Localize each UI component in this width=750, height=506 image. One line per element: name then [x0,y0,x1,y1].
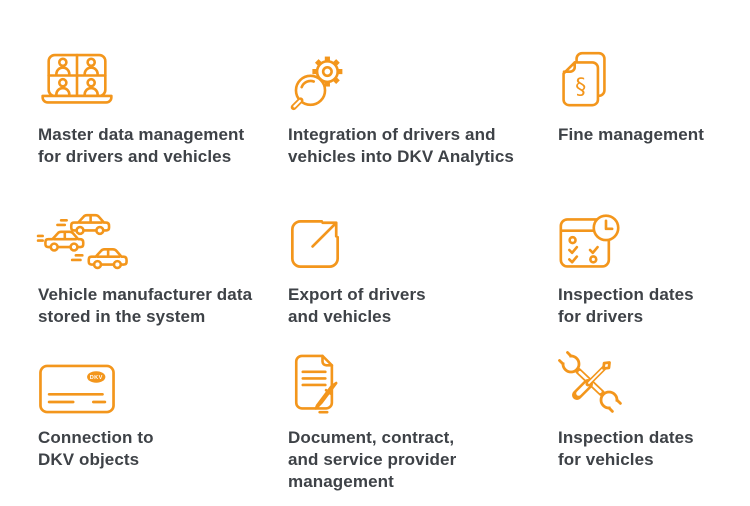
feature-fine-management: § Fine management [558,45,750,205]
feature-vehicle-manufacturer-data: Vehicle manufacturer data stored in the … [36,205,288,348]
dkv-card-icon: DKV [39,364,115,414]
wrench-screwdriver-icon [558,351,622,413]
paragraph-symbol: § [575,74,586,100]
feature-label: Inspection dates for vehicles [558,428,694,469]
feature-label: Inspection dates for drivers [558,285,694,326]
video-conference-laptop-icon [41,53,113,104]
calendar-clock-icon [559,214,620,268]
feature-label: Document, contract, and service provider… [288,428,457,491]
feature-export: Export of drivers and vehicles [288,205,558,348]
dkv-logo-oval [87,371,106,383]
feature-label: Integration of drivers and vehicles into… [288,125,514,166]
moving-cars-icon [36,213,128,270]
paragraph-documents-icon: § [562,51,606,107]
magnifier-gear-icon [290,56,343,111]
feature-inspection-drivers: Inspection dates for drivers [558,205,750,348]
feature-master-data: Master data management for drivers and v… [38,45,288,205]
feature-integration-analytics: Integration of drivers and vehicles into… [288,45,558,205]
feature-dkv-objects: DKV Connection to DKV objects [38,348,288,493]
export-arrow-icon [290,219,340,269]
feature-document-management: Document, contract, and service provider… [288,348,558,493]
feature-label: Fine management [558,125,705,144]
feature-label: Master data management for drivers and v… [38,125,245,166]
feature-label: Vehicle manufacturer data stored in the … [38,285,253,326]
feature-label: Connection to DKV objects [38,428,154,469]
dkv-logo-text: DKV [90,375,103,381]
feature-grid: Master data management for drivers and v… [36,45,750,493]
feature-label: Export of drivers and vehicles [288,285,426,326]
feature-inspection-vehicles: Inspection dates for vehicles [558,348,750,493]
document-pencil-icon [294,354,338,414]
